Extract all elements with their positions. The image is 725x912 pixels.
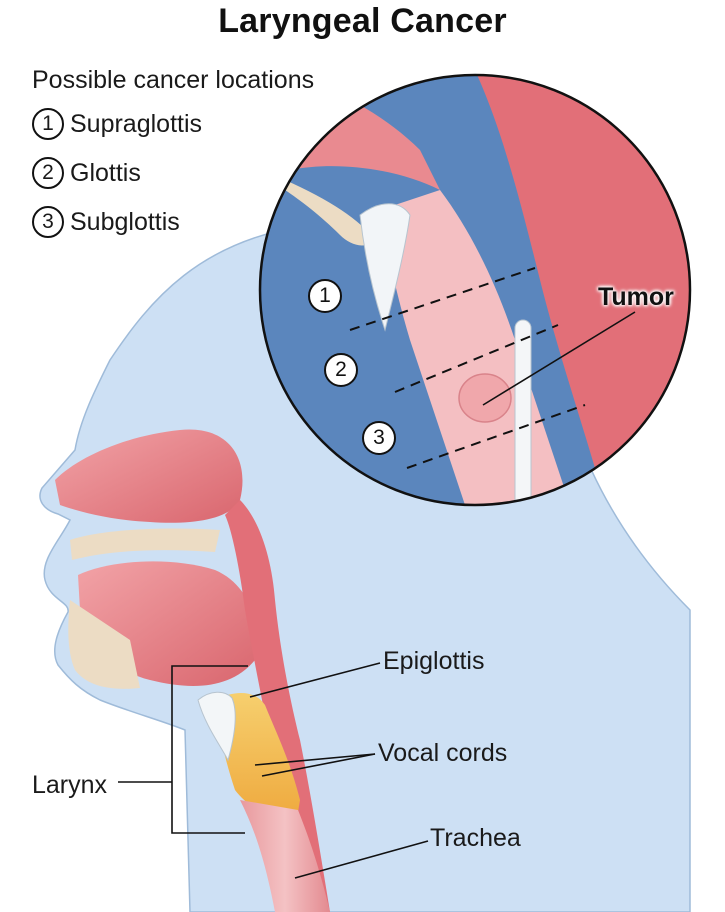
larynx-highlight: [215, 693, 300, 830]
inset-tube: [514, 319, 532, 505]
inset-hyoid: [285, 180, 375, 246]
diagram-title: Laryngeal Cancer: [218, 2, 507, 40]
palate: [70, 528, 220, 560]
trachea-label: Trachea: [430, 824, 521, 852]
tumor-label: Tumor: [598, 283, 674, 311]
legend-number: 2: [32, 157, 64, 189]
vocal-cords-leader-2: [261, 753, 376, 777]
legend-label: Supraglottis: [70, 109, 203, 138]
larynx-bracket: [171, 665, 248, 834]
legend-item-supraglottis: 1 Supraglottis: [32, 107, 202, 141]
pharynx: [225, 500, 330, 912]
inset-tumor: [458, 373, 512, 423]
epiglottis-leader: [249, 662, 381, 698]
zone-marker-3: 3: [362, 421, 396, 455]
legend-label: Subglottis: [70, 207, 180, 236]
legend-number: 3: [32, 206, 64, 238]
zone-marker-1: 1: [308, 279, 342, 313]
epiglottis-shape: [197, 691, 236, 762]
zone-marker-2: 2: [324, 353, 358, 387]
legend-item-glottis: 2 Glottis: [32, 156, 141, 190]
nasal-cavity: [55, 429, 243, 523]
legend-item-subglottis: 3 Subglottis: [32, 205, 180, 239]
inset-magnified-view: [258, 73, 692, 507]
legend-label: Glottis: [70, 158, 141, 187]
legend-number: 1: [32, 108, 64, 140]
legend-heading: Possible cancer locations: [32, 66, 315, 94]
jaw: [68, 600, 140, 689]
larynx-label: Larynx: [32, 771, 108, 799]
vocal-cords-label: Vocal cords: [378, 739, 508, 767]
inset-epiglottis: [359, 203, 411, 332]
trachea-shape: [240, 800, 330, 912]
epiglottis-label: Epiglottis: [383, 647, 485, 675]
vocal-cords-leader-1: [254, 753, 376, 766]
inset-pharynx-wall: [470, 75, 690, 505]
trachea-leader: [294, 840, 429, 879]
tumor-leader: [482, 311, 636, 406]
